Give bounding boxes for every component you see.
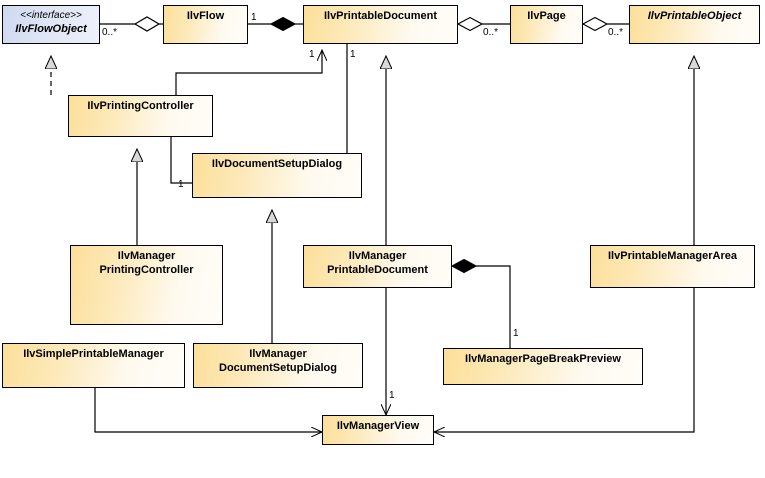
- class-box-ilvdocumentsetupdialog[interactable]: IlvDocumentSetupDialog: [192, 153, 362, 198]
- class-box-ilvsimpleprintablemanager[interactable]: IlvSimplePrintableManager: [2, 343, 185, 388]
- class-box-ilvprintingcontroller[interactable]: IlvPrintingController: [68, 95, 213, 137]
- class-name-label: IlvPrintableObject: [647, 10, 742, 22]
- class-name-label-line2: PrintingController: [99, 264, 194, 276]
- multiplicity-document-page: 0..*: [483, 27, 499, 38]
- edge-printingcontroller-printabledocument: [175, 50, 322, 95]
- multiplicity-page-object: 0..*: [608, 27, 624, 38]
- edge-simpleprintablemanager-managerview: [94, 388, 322, 432]
- class-box-ilvprintablemanagerarea[interactable]: IlvPrintableManagerArea: [590, 245, 755, 288]
- class-box-ilvmanagerprintabledocument[interactable]: IlvManager PrintableDocument: [303, 245, 452, 288]
- class-name-label: IlvManagerPageBreakPreview: [465, 353, 621, 365]
- class-box-ilvflow[interactable]: IlvFlow: [163, 5, 248, 44]
- class-name-label: IlvPage: [527, 10, 566, 22]
- multiplicity-setupdialog: 1: [178, 179, 184, 190]
- multiplicity-document-left: 1: [309, 49, 315, 60]
- class-name-label: IlvManager: [249, 348, 307, 360]
- class-box-ilvpage[interactable]: IlvPage: [510, 5, 583, 44]
- multiplicity-document-right: 1: [350, 49, 356, 60]
- class-name-label: IlvManager: [117, 250, 176, 262]
- class-box-ilvmanagerdocumentsetupdialog[interactable]: IlvManager DocumentSetupDialog: [193, 343, 363, 388]
- multiplicity-flowobject-flow: 0..*: [102, 27, 118, 38]
- edge-documentsetupdialog-printingcontroller: [170, 137, 192, 184]
- stereotype-label: <<interface>>: [20, 10, 82, 21]
- class-name-label-line2: PrintableDocument: [327, 264, 428, 276]
- class-box-ilvmanagerpagebreakpreview[interactable]: IlvManagerPageBreakPreview: [443, 348, 643, 385]
- class-name-label: IlvManager: [348, 250, 407, 262]
- multiplicity-managerview: 1: [389, 390, 395, 401]
- edge-managerprintabledocument-pagebreakpreview: [450, 258, 511, 348]
- class-name-label: IlvPrintingController: [87, 100, 194, 112]
- class-name-label: IlvDocumentSetupDialog: [211, 158, 343, 170]
- class-box-ilvmanagerview[interactable]: IlvManagerView: [322, 415, 434, 445]
- class-name-label: IlvSimplePrintableManager: [23, 348, 164, 360]
- class-name-label: IlvManagerView: [336, 420, 420, 432]
- class-name-label: IlvPrintableManagerArea: [608, 250, 737, 262]
- multiplicity-pagebreak: 1: [513, 328, 519, 339]
- class-name-label: IlvPrintableDocument: [323, 10, 438, 22]
- class-name-label: IlvFlow: [186, 10, 225, 22]
- class-box-ilvprintabledocument[interactable]: IlvPrintableDocument: [303, 5, 458, 44]
- class-name-label: IlvFlowObject: [15, 23, 87, 35]
- class-name-label-line2: DocumentSetupDialog: [219, 362, 337, 374]
- multiplicity-flow-document: 1: [251, 12, 257, 23]
- class-box-ilvmanagerprintingcontroller[interactable]: IlvManager PrintingController: [70, 245, 223, 325]
- class-box-ilvflowobject[interactable]: <<interface>> IlvFlowObject: [2, 5, 100, 44]
- class-box-ilvprintableobject[interactable]: IlvPrintableObject: [629, 5, 760, 44]
